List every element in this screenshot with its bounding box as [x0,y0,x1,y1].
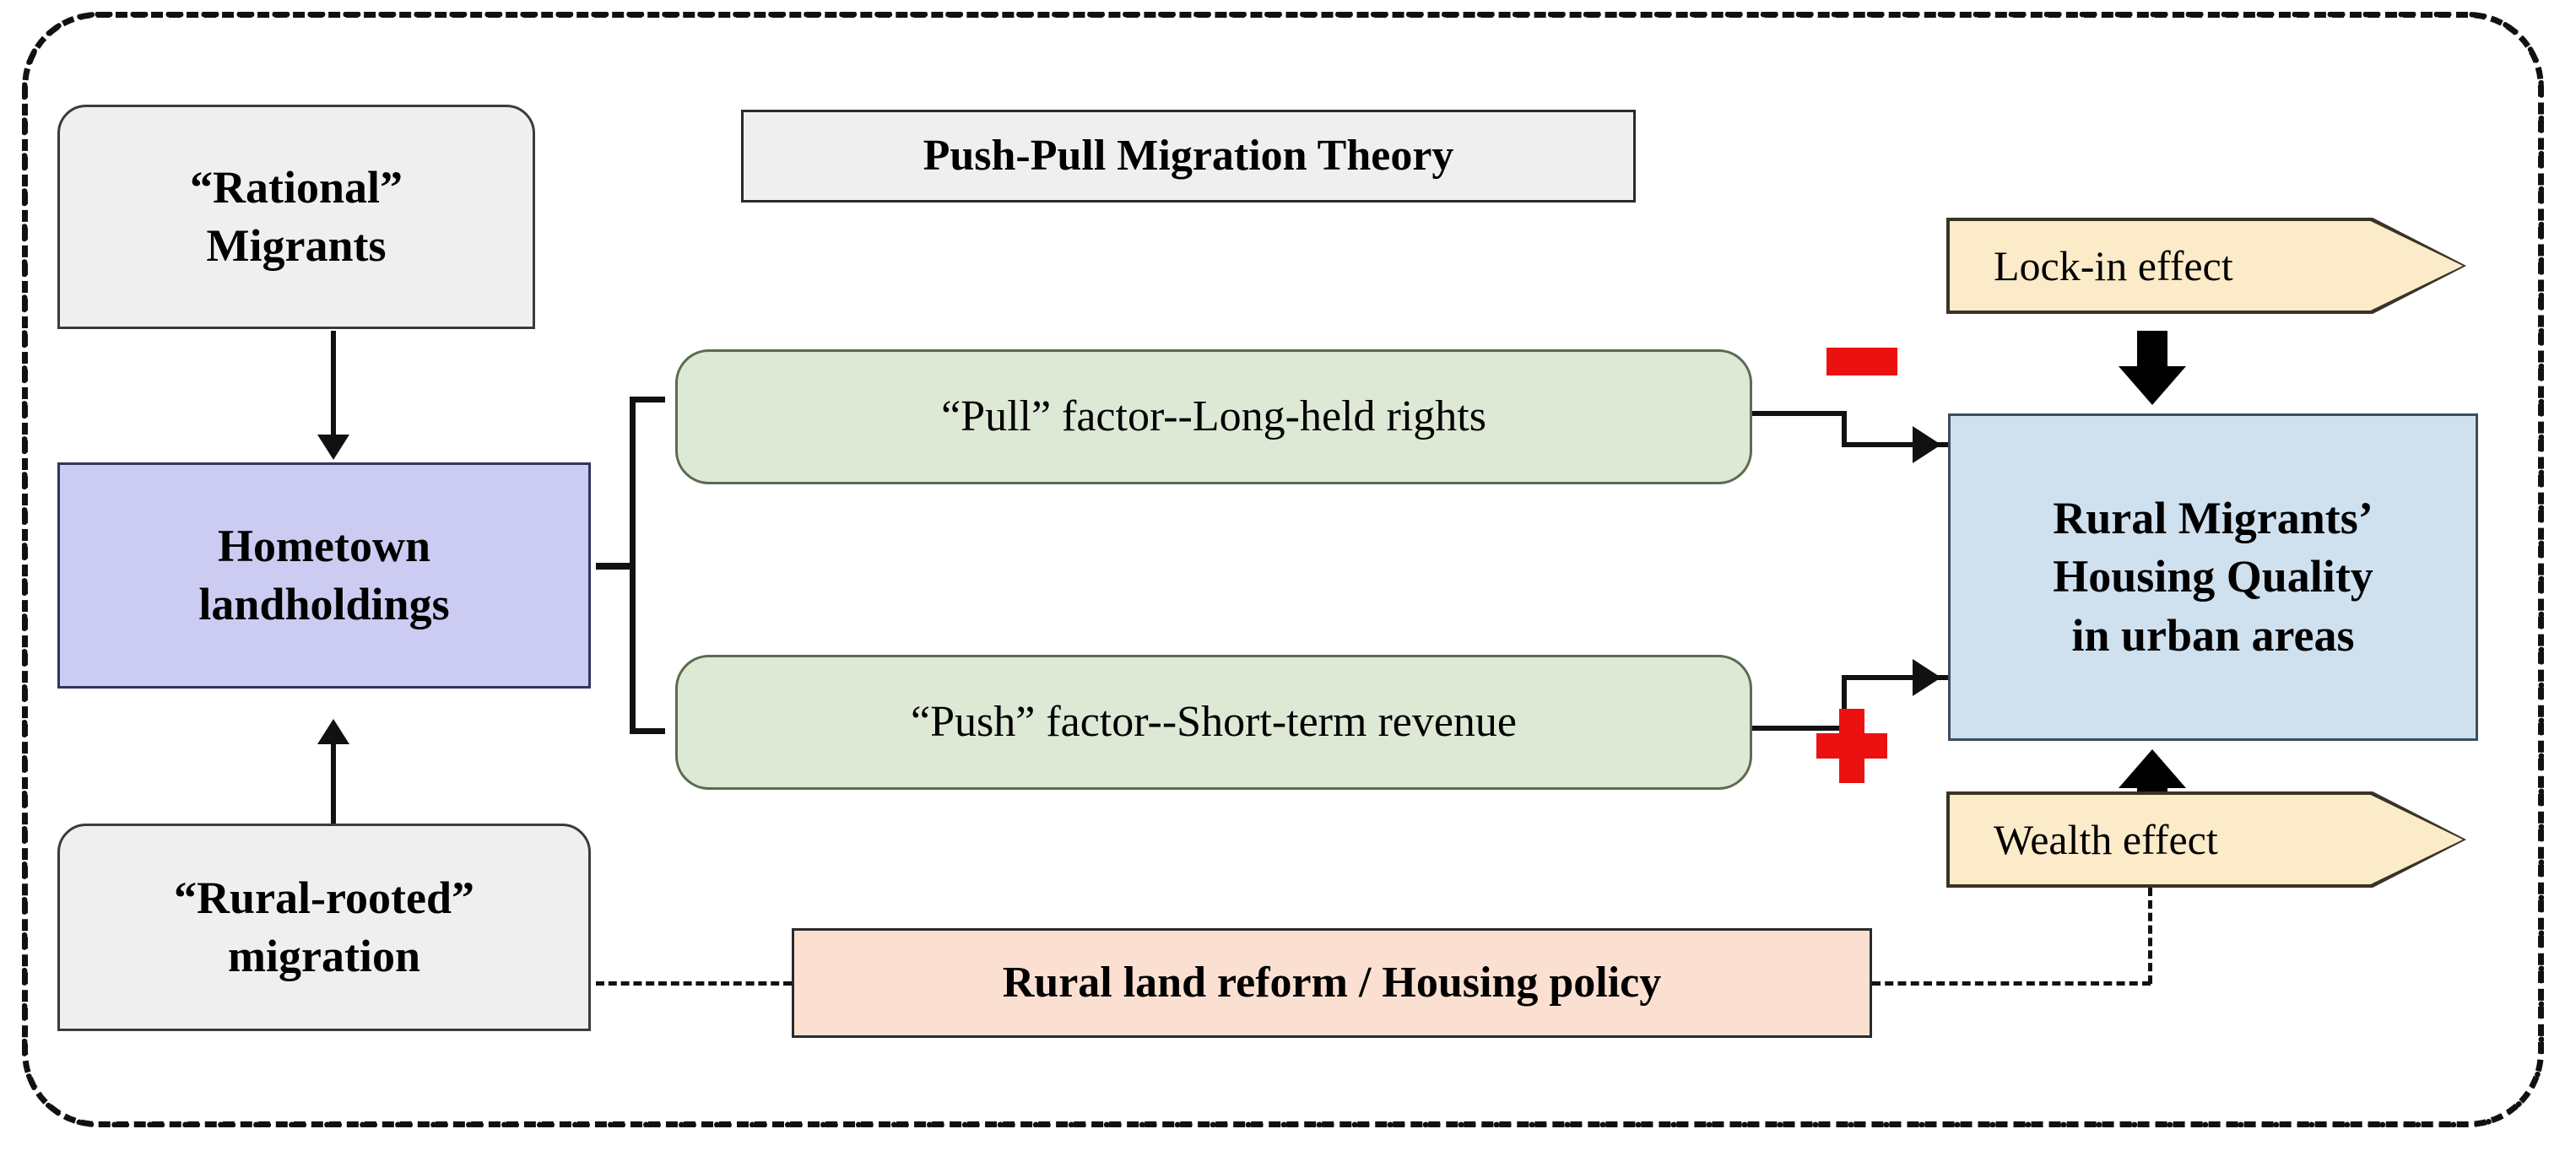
node-pull-factor-label: “Pull” factor--Long-held rights [941,392,1486,440]
outer-frame-dots [22,12,2544,1127]
node-push-factor-label: “Push” factor--Short-term revenue [911,697,1517,746]
brace-stub-bottom [630,728,665,734]
node-rational-migrants[interactable]: “Rational” Migrants [57,105,535,329]
node-hometown-landholdings-line1: Hometown [218,520,430,571]
connector-push-arrowhead [1913,659,1941,696]
block-arrow-shaft [2137,331,2167,368]
connector-push-seg3 [1842,675,1950,680]
connector-pull-seg1 [1752,411,1847,416]
node-push-factor[interactable]: “Push” factor--Short-term revenue [675,655,1752,790]
node-housing-quality[interactable]: Rural Migrants’ Housing Quality in urban… [1948,413,2478,741]
connector-ruralrooted-to-hometown-arrowhead [317,719,349,744]
brace-stub-top [630,397,665,402]
node-rural-rooted-migration[interactable]: “Rural-rooted” migration [57,824,591,1031]
node-hometown-landholdings[interactable]: Hometown landholdings [57,462,591,689]
dashed-connector-policy-to-wealth-vertical [2148,888,2152,984]
node-housing-quality-label: Rural Migrants’ Housing Quality in urban… [2053,489,2373,664]
node-housing-quality-line2: Housing Quality [2053,551,2373,602]
node-lock-in-effect[interactable]: Lock-in effect [1950,221,2463,311]
node-hometown-landholdings-label: Hometown landholdings [198,517,449,634]
node-pull-factor[interactable]: “Pull” factor--Long-held rights [675,349,1752,484]
connector-pull-seg2 [1842,411,1847,447]
node-rural-rooted-migration-line2: migration [228,931,420,981]
node-rational-migrants-line1: “Rational” [189,161,403,213]
title-box: Push-Pull Migration Theory [741,110,1636,203]
node-lock-in-effect-label: Lock-in effect [1994,242,2233,289]
minus-sign-icon [1826,348,1897,375]
plus-sign-icon [1816,709,1887,783]
node-rural-rooted-migration-line1: “Rural-rooted” [174,872,474,923]
node-rational-migrants-line2: Migrants [206,220,387,271]
connector-ruralrooted-to-hometown-line [331,743,336,847]
connector-push-seg2 [1842,675,1847,731]
block-arrow-head [2119,749,2186,788]
node-wealth-effect[interactable]: Wealth effect [1950,795,2463,884]
brace-stub-middle [596,563,636,570]
node-housing-quality-line3: in urban areas [2071,609,2355,661]
node-rational-migrants-label: “Rational” Migrants [190,159,403,275]
plus-sign-vertical-bar [1839,709,1864,783]
node-wealth-effect-label: Wealth effect [1994,816,2218,863]
connector-push-seg1 [1752,726,1847,731]
connector-lockin-to-housing-arrow [2119,331,2186,407]
connector-pull-arrowhead [1913,426,1941,463]
connector-pull-seg3 [1842,442,1950,447]
node-housing-quality-line1: Rural Migrants’ [2053,493,2373,544]
node-rural-rooted-migration-label: “Rural-rooted” migration [174,869,474,986]
connector-rational-to-hometown-line [331,331,336,440]
dashed-connector-policy-to-wealth-horizontal [1872,981,2151,986]
node-hometown-landholdings-line2: landholdings [198,579,450,629]
dashed-connector-ruralrooted-to-policy [596,981,792,986]
node-policy[interactable]: Rural land reform / Housing policy [792,928,1872,1038]
title-box-label: Push-Pull Migration Theory [923,131,1454,180]
node-policy-label: Rural land reform / Housing policy [1002,958,1662,1007]
connector-rational-to-hometown-arrowhead [317,435,349,460]
block-arrow-head [2119,366,2186,405]
